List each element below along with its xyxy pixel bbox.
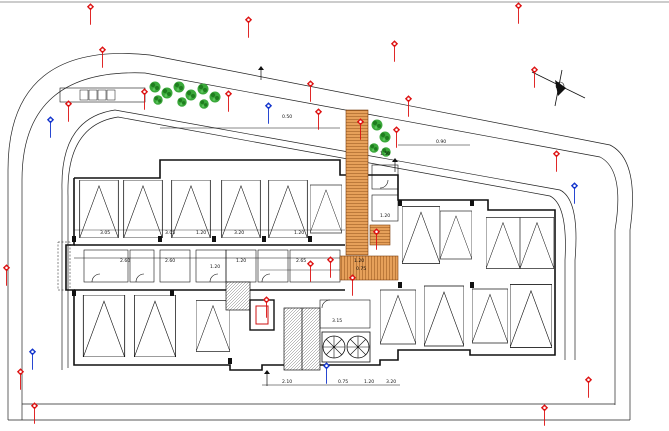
survey-marker-icon xyxy=(530,66,539,88)
dimension-label: 1.20 xyxy=(236,258,246,264)
survey-marker-icon xyxy=(86,3,95,25)
dimension-label: 3.15 xyxy=(332,318,342,324)
wooden-walkway xyxy=(339,109,399,281)
dimension-label: 1.20 xyxy=(354,258,364,264)
reference-markers xyxy=(258,66,398,386)
dimension-label: 1.20 xyxy=(364,379,374,385)
dimension-label: 0.90 xyxy=(436,139,446,145)
survey-marker-icon xyxy=(584,376,593,398)
survey-marker-icon xyxy=(570,182,579,204)
survey-marker-icon xyxy=(98,46,107,68)
dimension-labels: 0.50 0.90 3.05 3.05 1.20 3.20 1.20 2.60 … xyxy=(100,114,446,385)
survey-marker-icon xyxy=(322,362,331,384)
dimension-label: 0.75 xyxy=(338,379,348,385)
dimension-label: 2.60 xyxy=(165,258,175,264)
survey-marker-icon xyxy=(306,260,315,282)
survey-marker-icon xyxy=(140,88,149,110)
survey-marker-icon xyxy=(30,402,39,424)
survey-marker-icon xyxy=(540,404,549,426)
dimension-label: 1.50 xyxy=(380,151,390,157)
dimension-label: 2.65 xyxy=(296,258,306,264)
survey-marker-icon xyxy=(28,348,37,370)
dimension-label: 2.60 xyxy=(120,258,130,264)
survey-marker-icon xyxy=(306,80,315,102)
dimension-label: 1.20 xyxy=(210,264,220,270)
dimension-label: 1.20 xyxy=(294,230,304,236)
service-rooms xyxy=(319,164,399,329)
parking-bays-right xyxy=(380,206,554,348)
dimension-label: 0.75 xyxy=(356,266,366,272)
elevator-shaft xyxy=(249,299,275,331)
survey-marker-icon xyxy=(264,102,273,124)
survey-marker-icon xyxy=(314,108,323,130)
survey-marker-icon xyxy=(390,40,399,62)
fan-icon xyxy=(321,331,371,363)
dimension-lines xyxy=(74,127,470,386)
survey-marker-icon xyxy=(244,16,253,38)
dimension-label: 0.50 xyxy=(282,114,292,120)
survey-marker-icon xyxy=(224,90,233,112)
dimension-label: 2.10 xyxy=(282,379,292,385)
greenery-patch-left xyxy=(149,81,221,109)
survey-marker-icon xyxy=(552,150,561,172)
dimension-label: 3.20 xyxy=(386,379,396,385)
dimension-label: 1.20 xyxy=(380,213,390,219)
survey-marker-icon xyxy=(16,368,25,390)
survey-marker-icon xyxy=(514,2,523,24)
survey-marker-icon xyxy=(326,256,335,278)
survey-marker-icon xyxy=(392,126,401,148)
survey-marker-icon xyxy=(2,264,11,286)
dimension-label: 3.05 xyxy=(165,230,175,236)
parking-stalls xyxy=(59,87,146,103)
dimension-label: 3.05 xyxy=(100,230,110,236)
survey-marker-icon xyxy=(348,274,357,296)
survey-marker-icon xyxy=(46,116,55,138)
survey-marker-icon xyxy=(64,100,73,122)
survey-marker-icon xyxy=(262,296,271,318)
staircase xyxy=(225,281,321,371)
dimension-label: 1.20 xyxy=(196,230,206,236)
road-edge xyxy=(7,53,633,421)
dimension-label: 3.20 xyxy=(234,230,244,236)
north-arrow-icon xyxy=(531,69,586,107)
structural-columns xyxy=(72,200,474,364)
